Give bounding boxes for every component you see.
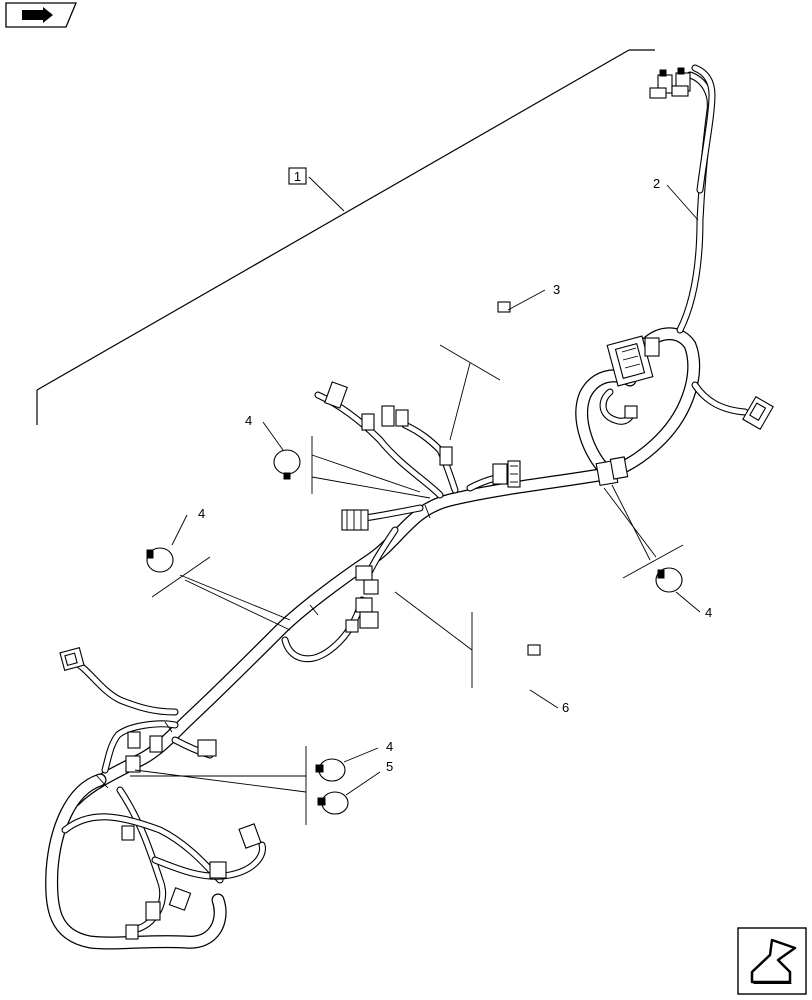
clamp-4-left: 4 (146, 506, 291, 631)
callout-4a-label: 4 (245, 413, 252, 428)
clamp-5: 5 (317, 759, 393, 815)
top-connector-pair (649, 67, 691, 99)
callout-3-label: 3 (553, 282, 560, 297)
callout-2: 2 (653, 176, 699, 221)
callout-4c-label: 4 (705, 605, 712, 620)
callout-4b-label: 4 (198, 506, 205, 521)
clamp-4-lower: 4 (315, 739, 393, 782)
leaders-4-5 (130, 746, 307, 825)
harness-connectors (59, 67, 774, 940)
leaders-6 (394, 591, 473, 688)
cable-tie-3: 3 (463, 282, 560, 342)
previous-page-arrow-icon[interactable] (737, 927, 807, 995)
main-connector (606, 335, 660, 387)
right-connector (742, 395, 774, 431)
leaders-3 (439, 344, 501, 441)
page-navigation-icon[interactable] (5, 2, 77, 28)
callout-1-label: 1 (294, 169, 301, 184)
middle-connectors (345, 565, 379, 633)
callout-6-label: 6 (562, 700, 569, 715)
callout-5-label: 5 (386, 759, 393, 774)
lower-connectors (121, 731, 262, 940)
cable-tie-6: 6 (488, 641, 569, 715)
clamp-4-right: 4 (603, 484, 712, 620)
clamp-4-upper: 4 (245, 413, 431, 499)
main-harness (45, 64, 749, 950)
assembly-frame-line (36, 49, 655, 425)
callout-1: 1 (288, 167, 307, 185)
left-connector (59, 647, 85, 671)
callout-4d-label: 4 (386, 739, 393, 754)
callout-2-label: 2 (653, 176, 660, 191)
upper-left-connectors (324, 381, 521, 531)
